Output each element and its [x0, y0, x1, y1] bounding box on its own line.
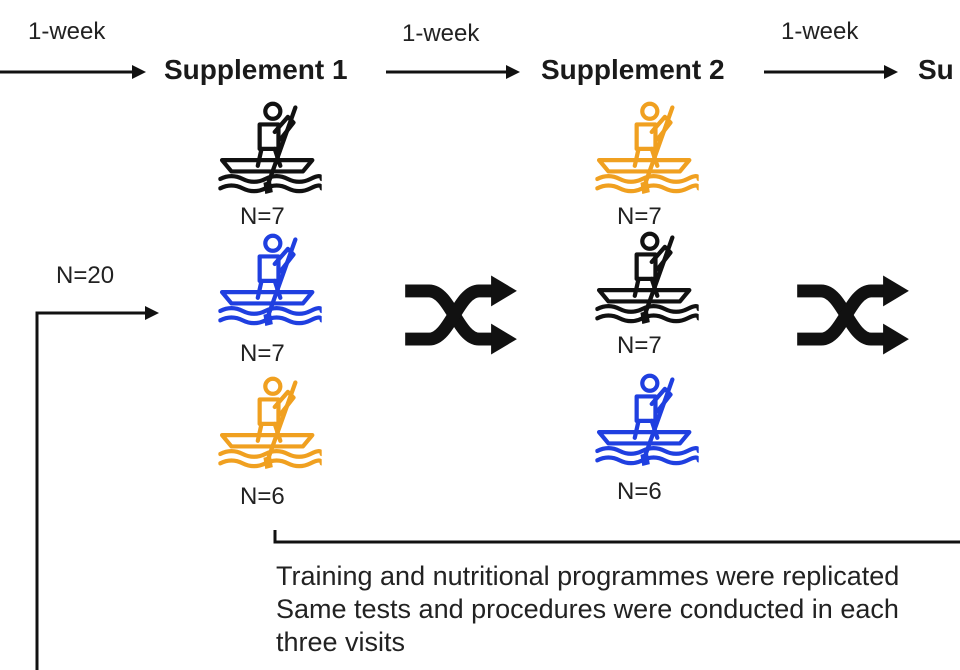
canoe-paddler-icon [592, 100, 702, 194]
group-count: N=6 [240, 483, 285, 510]
note-line-2: Same tests and procedures were conducted… [276, 594, 899, 624]
timeline-arrow-2-head [506, 65, 520, 79]
entry-arrow-head [145, 306, 159, 320]
total-count: N=20 [56, 262, 115, 289]
canoe-paddler-icon [215, 232, 325, 326]
group-count: N=6 [617, 478, 662, 505]
interval-label-2: 1-week [402, 20, 480, 47]
shuffle-icon [398, 272, 524, 358]
canoe-paddler-icon [592, 230, 702, 324]
entry-line [35, 311, 145, 670]
supplement-2-label: Supplement 2 [541, 54, 725, 85]
supplement-3-label: Su [918, 54, 954, 85]
note-bracket [273, 530, 960, 544]
supplement-1-label: Supplement 1 [164, 54, 348, 85]
group-count: N=7 [617, 332, 662, 359]
note-line-3: three visits [276, 627, 406, 657]
timeline-arrow-1-head [132, 65, 146, 79]
interval-label-3: 1-week [781, 18, 859, 45]
shuffle-icon [790, 272, 916, 358]
group-count: N=7 [617, 203, 662, 230]
note-line-1: Training and nutritional programmes were… [276, 561, 900, 591]
interval-label-1: 1-week [28, 18, 106, 45]
group-count: N=7 [240, 340, 285, 367]
canoe-paddler-icon [592, 372, 702, 466]
canoe-paddler-icon [215, 100, 325, 194]
timeline-arrow-3-head [884, 65, 898, 79]
canoe-paddler-icon [215, 375, 325, 469]
group-count: N=7 [240, 203, 285, 230]
